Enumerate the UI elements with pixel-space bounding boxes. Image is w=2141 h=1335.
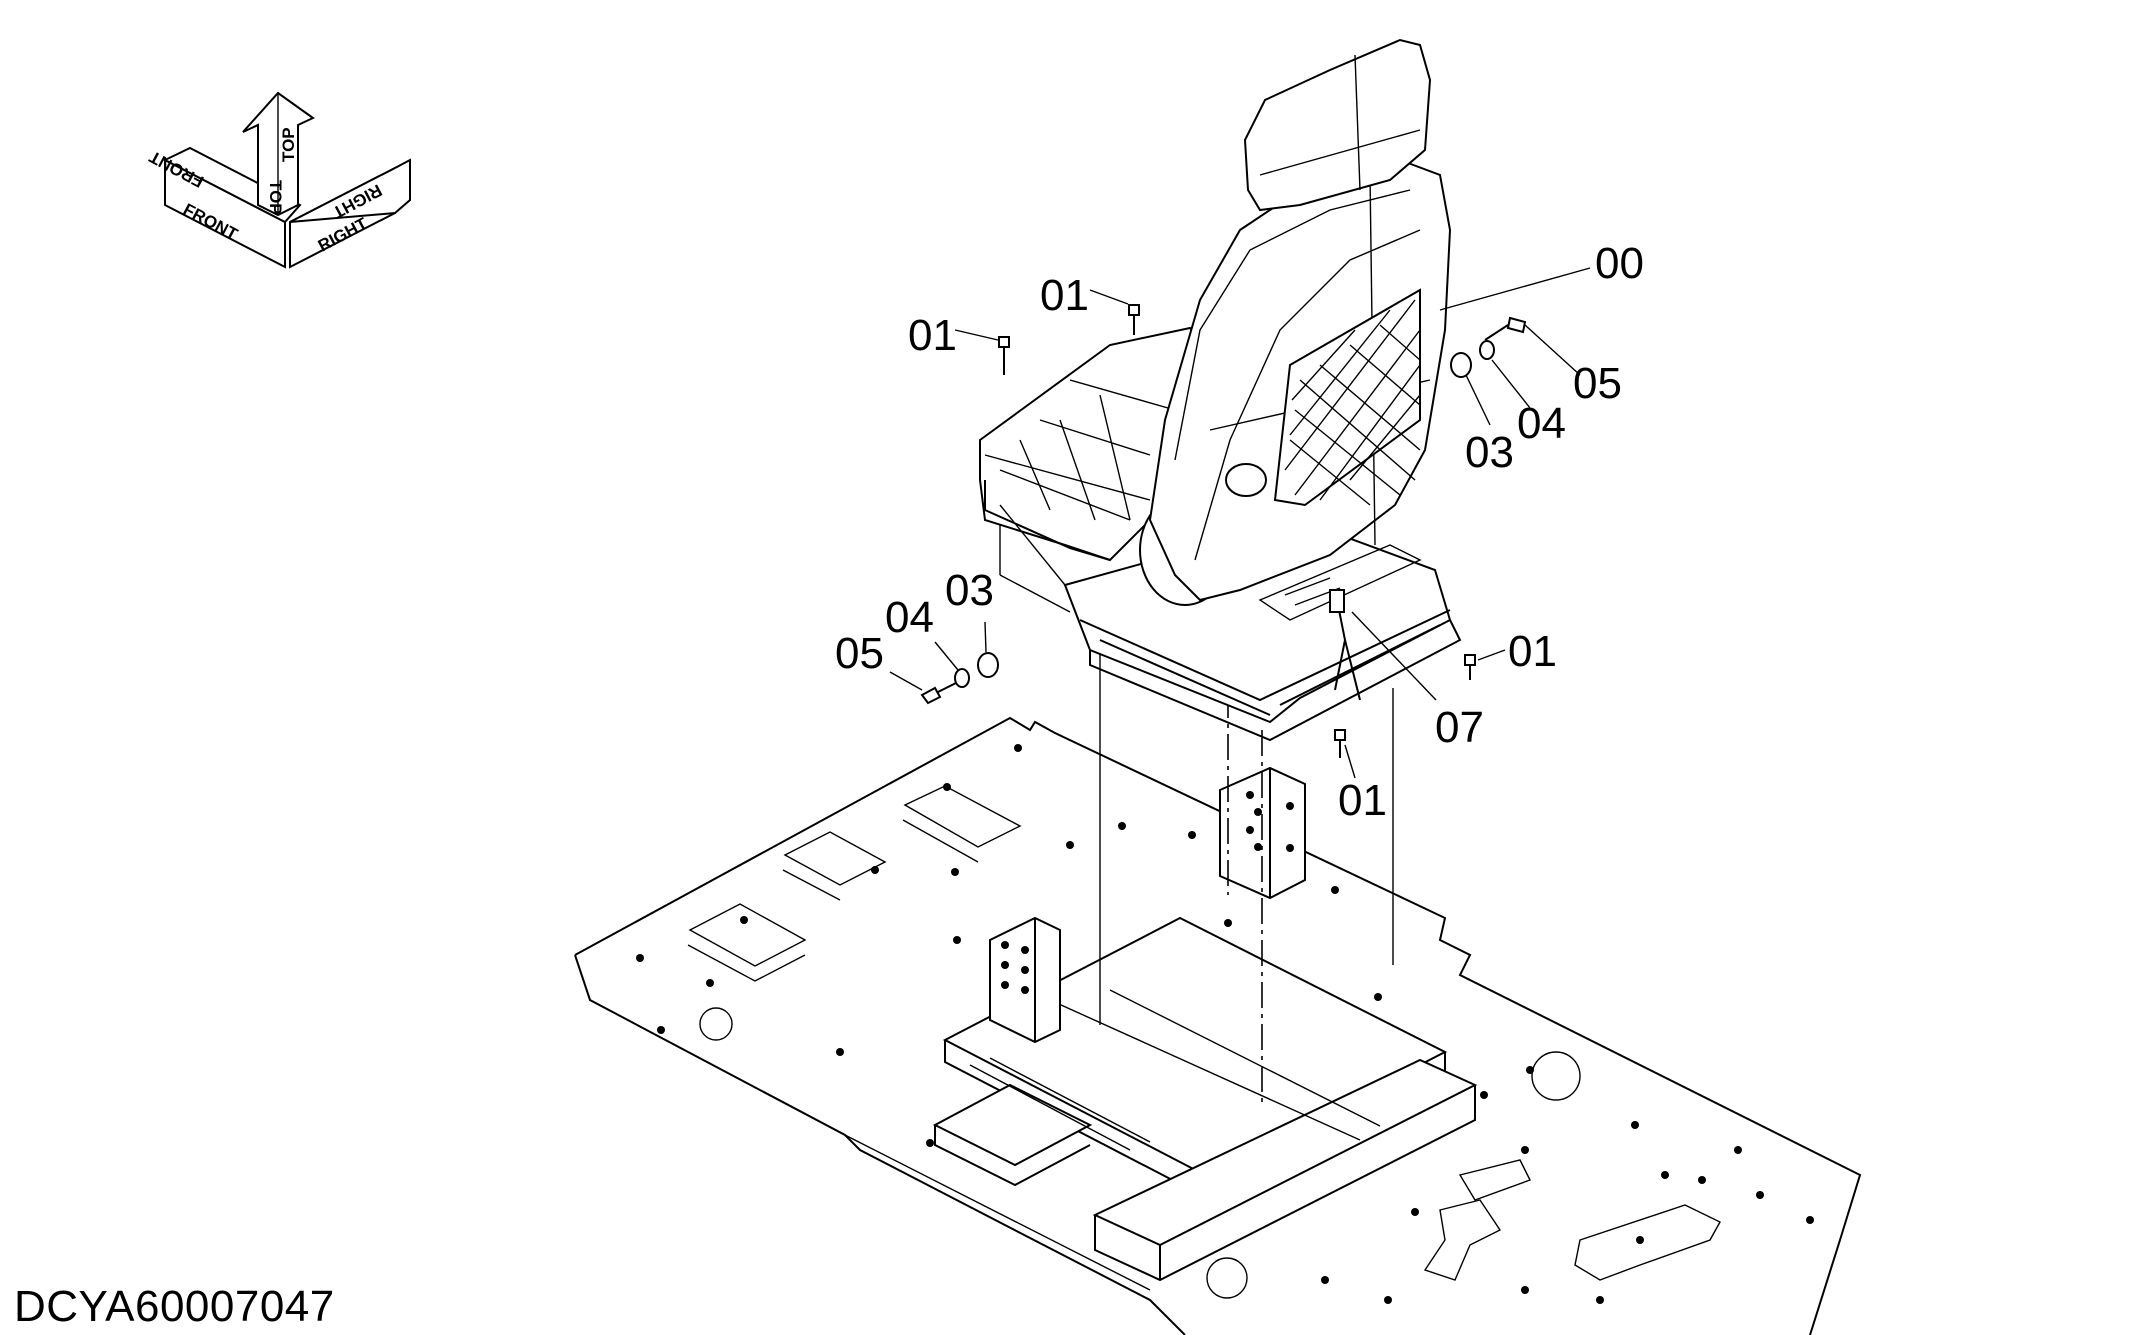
callout-07: 07 bbox=[1435, 703, 1484, 752]
top-label-mirror: TOP bbox=[279, 127, 298, 162]
callout-00: 00 bbox=[1595, 239, 1644, 288]
riser-holes bbox=[1001, 791, 1294, 994]
leader-lines bbox=[889, 267, 1591, 779]
orientation-marker: FRONT FRONT TOP TOP RIGHT RIGHT bbox=[146, 91, 411, 269]
callout-04-left: 04 bbox=[885, 593, 934, 642]
floor-plate bbox=[574, 716, 1862, 1335]
callout-03-right: 03 bbox=[1465, 428, 1514, 477]
callout-05-right: 05 bbox=[1573, 359, 1622, 408]
headrest bbox=[1243, 38, 1432, 212]
assembly-lines bbox=[999, 505, 1394, 1105]
net-mesh bbox=[1284, 299, 1421, 506]
callout-05-left: 05 bbox=[835, 629, 884, 678]
callout-03-left: 03 bbox=[945, 566, 994, 615]
top-label: TOP bbox=[266, 180, 285, 215]
seat-base-frame bbox=[932, 766, 1478, 1282]
callout-01-right: 01 bbox=[1508, 627, 1557, 676]
callout-labels: 00 01 01 01 01 03 04 05 03 04 05 07 bbox=[835, 239, 1644, 825]
callout-01-left: 01 bbox=[908, 311, 957, 360]
drawing-id: DCYA60007047 bbox=[14, 1282, 335, 1331]
fasteners bbox=[920, 304, 1527, 758]
callout-01-top: 01 bbox=[1040, 271, 1089, 320]
seat-assembly bbox=[979, 38, 1462, 742]
net-pocket bbox=[1273, 288, 1421, 507]
callout-01-front: 01 bbox=[1338, 776, 1387, 825]
callout-04-right: 04 bbox=[1517, 399, 1566, 448]
